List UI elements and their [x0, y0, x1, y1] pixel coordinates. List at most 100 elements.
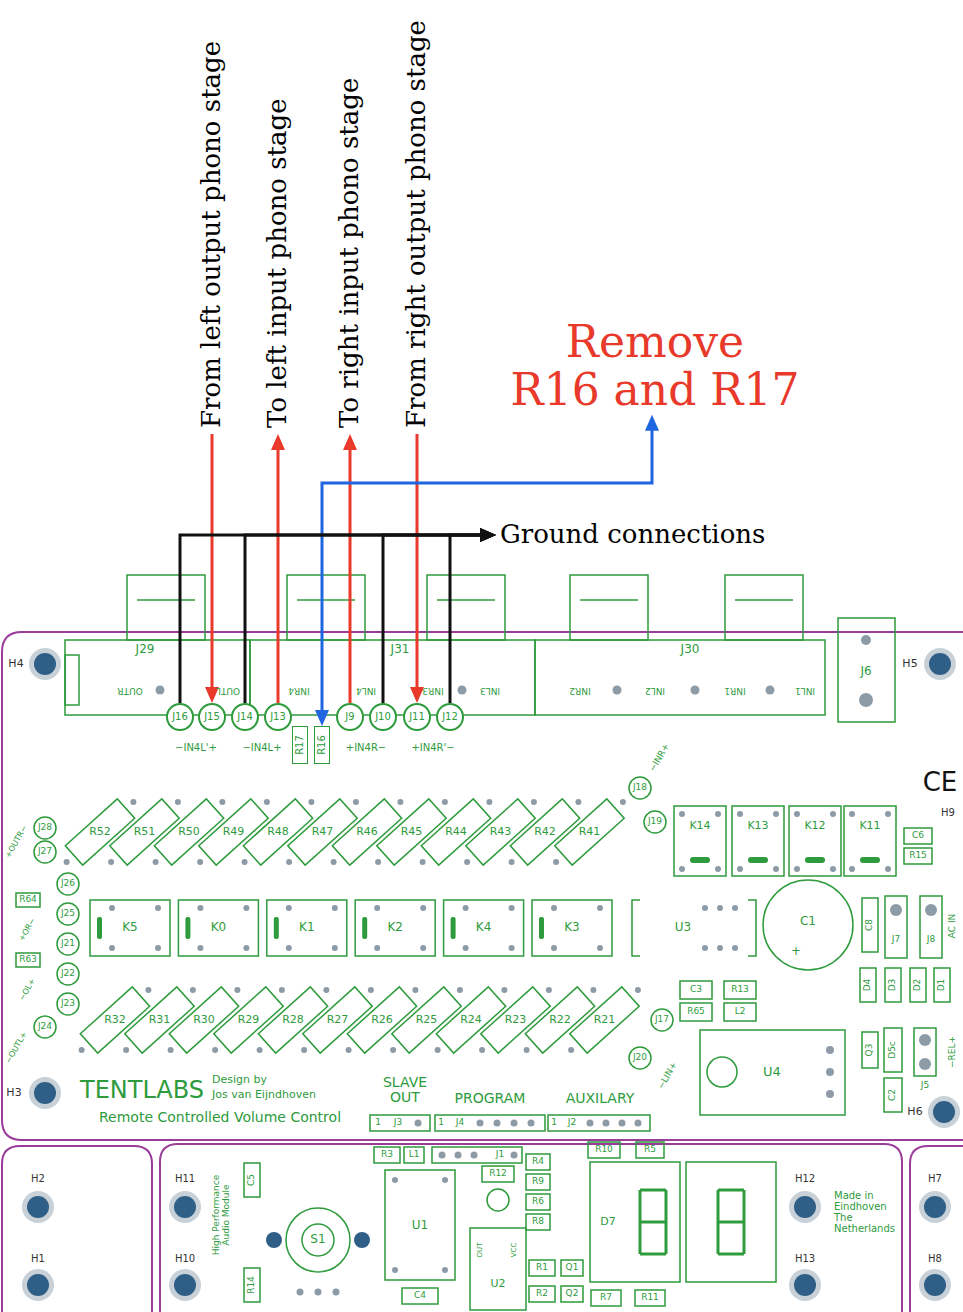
pin-dot	[773, 866, 779, 872]
resistor-symbol	[526, 1174, 550, 1190]
resistor-label: R46	[356, 826, 378, 838]
pin-label: +OUTR−	[4, 824, 30, 860]
arrowhead	[480, 528, 496, 542]
jack-shell	[570, 575, 648, 640]
pin-hole	[613, 686, 622, 695]
pin-dot	[109, 905, 115, 911]
pin-dot	[463, 945, 469, 951]
resistor-symbol	[570, 987, 639, 1053]
arrowhead	[480, 528, 496, 542]
resistor-label: R49	[223, 826, 245, 838]
display-outline	[590, 1162, 680, 1282]
pin-header	[432, 1147, 522, 1163]
pin-dot	[737, 811, 743, 817]
connector-line	[416, 434, 419, 695]
mounting-hole	[174, 1196, 196, 1218]
connector-line	[383, 535, 488, 703]
hole-label: H2	[31, 1173, 45, 1184]
hole-label: H8	[928, 1253, 942, 1264]
mounting-hole	[794, 1274, 816, 1296]
part-label: Q2	[566, 1289, 579, 1299]
pin-dot	[794, 866, 800, 872]
resistor-lead	[168, 1047, 174, 1053]
resistor-lead	[279, 987, 285, 993]
connector-line	[211, 434, 214, 695]
pin-label: INR3	[422, 685, 443, 695]
pad-label: J23	[61, 999, 75, 1009]
resistor-lead	[635, 987, 641, 993]
pin-label: −OL+	[18, 977, 38, 1002]
pin-dot	[197, 945, 203, 951]
solder-pad	[644, 811, 666, 833]
resistor-symbol	[529, 1286, 555, 1302]
pin-dot	[332, 945, 338, 951]
resistor-lead	[546, 987, 552, 993]
pin-dot	[830, 866, 836, 872]
connector	[205, 434, 219, 703]
pin-label: INL1	[795, 685, 815, 695]
jack-shell	[437, 599, 495, 601]
pin-dot	[392, 1267, 398, 1273]
connector-outline	[885, 896, 907, 958]
resistor-lead	[331, 859, 337, 865]
pin-dot	[597, 905, 603, 911]
connector-housing	[65, 640, 250, 715]
connector-label: J29	[136, 643, 155, 656]
resistor-label: R45	[401, 826, 423, 838]
pin-dot	[297, 1289, 304, 1296]
arrowhead	[480, 528, 496, 542]
resistor-symbol: R17	[292, 726, 308, 764]
pin-dot	[885, 866, 891, 872]
connector-label: J31	[391, 643, 410, 656]
hole-label: H6	[907, 1106, 922, 1118]
pin-label: INR1	[724, 685, 745, 695]
diode-symbol	[885, 968, 901, 1002]
resistor-label: R22	[549, 1014, 571, 1026]
mounting-hole-ring	[789, 1191, 821, 1223]
pad-label: J13	[270, 712, 286, 722]
resistor-label: R17	[295, 735, 305, 755]
resistor-symbol	[904, 848, 932, 864]
part-label: R65	[687, 1007, 705, 1017]
resistor-lead	[368, 987, 374, 993]
part-label: D7	[600, 1216, 615, 1228]
relay-coil-mark	[362, 917, 367, 939]
part-label: R13	[731, 985, 749, 995]
capacitor-symbol	[862, 898, 878, 952]
resistor-lead	[464, 859, 470, 865]
mounting-hole-ring	[169, 1269, 201, 1301]
mounting-hole	[34, 1082, 56, 1104]
relay-outline	[267, 900, 347, 956]
mounting-hole	[929, 653, 951, 675]
resistor-lead	[553, 859, 559, 865]
pin-dot	[861, 635, 871, 645]
callout-text: To left input phono stage	[263, 93, 293, 434]
pin-dot	[679, 866, 685, 872]
trimmer-outline	[482, 1166, 514, 1182]
resistor-lead	[420, 859, 426, 865]
pin-dot	[849, 866, 855, 872]
pin-dot	[315, 1289, 322, 1296]
part-label: C6	[912, 831, 924, 841]
jack-shell	[287, 575, 365, 640]
hole-label: H4	[8, 658, 23, 670]
hole-label: H7	[928, 1173, 942, 1184]
pin-dot	[286, 945, 292, 951]
part-label: R6	[532, 1197, 544, 1207]
mounting-hole-ring	[928, 1096, 960, 1128]
jack-shell	[735, 599, 793, 601]
part-label: D3	[888, 979, 898, 992]
pin-header	[548, 1115, 650, 1131]
resistor-label: R30	[193, 1014, 215, 1026]
capacitor-symbol	[402, 1288, 438, 1304]
resistor-symbol: R16	[314, 726, 330, 764]
pin-dot	[197, 905, 203, 911]
pin-label: INL3	[480, 685, 500, 695]
pin-dot	[509, 905, 515, 911]
resistor-lead	[145, 987, 151, 993]
relay-label: K3	[564, 921, 580, 934]
part-label: C2	[888, 1089, 898, 1101]
hole-label: H1	[31, 1253, 45, 1264]
pin-dot	[471, 1152, 478, 1159]
